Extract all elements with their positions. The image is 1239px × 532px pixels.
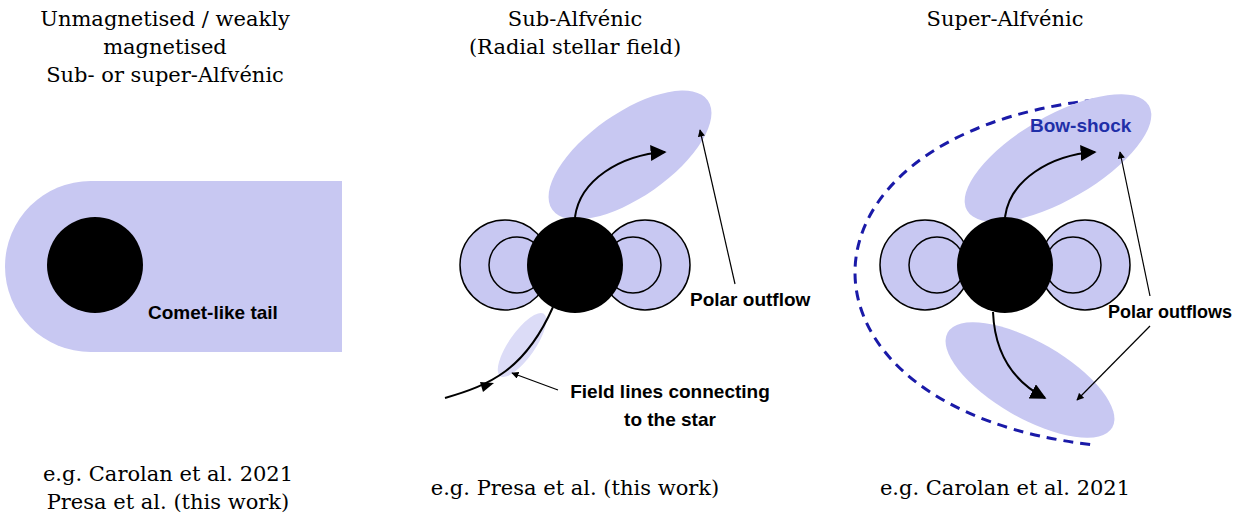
dipole-loop (909, 237, 965, 293)
planet (957, 217, 1053, 313)
polar-outflow (946, 69, 1170, 247)
weak-outflow (490, 306, 555, 383)
callout-label: Field lines connecting to the star (564, 378, 776, 434)
reference: e.g. Carolan et al. 2021 (3, 460, 333, 488)
callout-label: Polar outflow (690, 288, 810, 312)
panel-heading: (Radial stellar field) (425, 33, 725, 61)
panel-heading: Unmagnetised / weakly magnetised (5, 5, 325, 61)
reference: e.g. Carolan et al. 2021 (805, 474, 1205, 502)
polar-outflow (929, 300, 1132, 461)
dipole-loop (1045, 237, 1101, 293)
leader-line (700, 130, 735, 284)
leader-line (1077, 326, 1150, 400)
polar-outflow (528, 66, 732, 244)
planet (47, 217, 143, 313)
arrow-head (480, 382, 494, 392)
panel-heading: Sub- or super-Alfvénic (0, 61, 330, 89)
node-label: Comet-like tail (148, 301, 278, 325)
reference: e.g. Presa et al. (this work) (365, 474, 785, 502)
dipole-loop (1040, 220, 1130, 310)
leader-line (1120, 152, 1150, 296)
callout-label: Polar outflows (1108, 300, 1232, 324)
field-line (1005, 152, 1095, 217)
reference: Presa et al. (this work) (3, 488, 333, 516)
panel-heading: Super-Alfvénic (855, 5, 1155, 33)
panel-heading: Sub-Alfvénic (425, 5, 725, 33)
dipole-loop (880, 220, 970, 310)
field-line (445, 307, 553, 398)
leader-line (512, 373, 558, 390)
planet (527, 217, 623, 313)
field-line (575, 152, 665, 217)
bow-shock-label: Bow-shock (1030, 114, 1131, 138)
field-line (993, 312, 1045, 398)
